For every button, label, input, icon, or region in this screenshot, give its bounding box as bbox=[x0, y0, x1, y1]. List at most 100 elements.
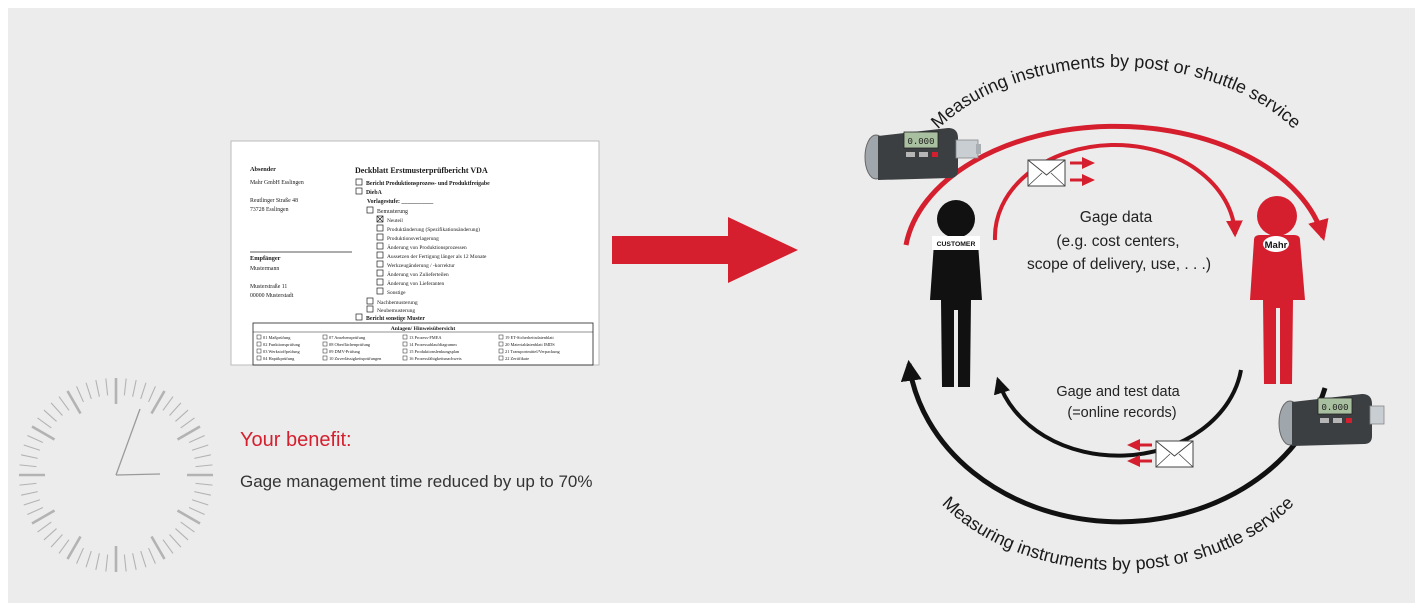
form-reason: Bemusterung bbox=[377, 209, 408, 215]
clock-minute-tick bbox=[162, 539, 174, 554]
svg-text:14 Prozessablaufdiagramm: 14 Prozessablaufdiagramm bbox=[409, 342, 457, 347]
svg-text:07 Ansehensprüfung: 07 Ansehensprüfung bbox=[329, 335, 366, 340]
clock-minute-tick bbox=[19, 464, 37, 468]
clock-minute-tick bbox=[194, 454, 211, 459]
clock-minute-tick bbox=[140, 550, 147, 568]
form-option-report: Bericht Produktionsprozess- und Produktf… bbox=[366, 181, 490, 187]
clock-hour-tick bbox=[150, 390, 166, 415]
clock-icon bbox=[19, 378, 213, 572]
clock-hour-tick bbox=[176, 509, 201, 525]
svg-text:15 Produktionslenkungsplan: 15 Produktionslenkungsplan bbox=[409, 349, 460, 354]
clock-hour-tick bbox=[66, 535, 82, 560]
form-reason-item: Produktänderung (Spezifikationsänderung) bbox=[387, 226, 480, 233]
clock-minute-tick bbox=[27, 435, 44, 443]
test-data-arc-arrow bbox=[993, 369, 1243, 458]
form-reason-item: Sonstige bbox=[387, 290, 406, 296]
form-reason-item: Produktionsverlagerung bbox=[387, 236, 439, 242]
gage-data-arc-arrow bbox=[992, 143, 1243, 241]
svg-text:02 Funktionsprüfung: 02 Funktionsprüfung bbox=[263, 342, 301, 347]
mahr-label: Mahr bbox=[1265, 240, 1288, 251]
svg-text:08 Oberflächenprüfung: 08 Oberflächenprüfung bbox=[329, 342, 371, 347]
clock-minute-tick bbox=[21, 454, 38, 459]
form-attachments-table: Anlagen/ Hinweisübersicht 01 Maßprüfung … bbox=[252, 322, 594, 366]
form-sender-line-2: Reutlinger Straße 48 bbox=[250, 197, 298, 204]
inspection-report-form: Absender Mahr GmbH Esslingen Reutlinger … bbox=[230, 140, 600, 366]
form-reason-item: Neuteil bbox=[387, 218, 403, 224]
clock-hour-tick bbox=[66, 390, 82, 415]
clock-minute-tick bbox=[123, 554, 127, 572]
clock-minute-tick bbox=[132, 380, 137, 397]
panel-background bbox=[8, 8, 1415, 603]
svg-text:04 Haptikprüfung: 04 Haptikprüfung bbox=[263, 356, 295, 361]
form-recipient-label: Empfänger bbox=[250, 255, 281, 262]
clock-hour-tick bbox=[176, 425, 201, 441]
clock-minute-tick bbox=[148, 386, 156, 403]
clock-minute-tick bbox=[95, 380, 100, 397]
benefit-text: Gage management time reduced by up to 70… bbox=[240, 472, 593, 491]
clock-minute-tick bbox=[105, 554, 109, 572]
clock-minute-tick bbox=[76, 386, 84, 403]
svg-text:10 Zuverlässigkeitsprüfungen: 10 Zuverlässigkeitsprüfungen bbox=[329, 356, 382, 361]
clock-hour-tick bbox=[31, 425, 56, 441]
form-attachments-title: Anlagen/ Hinweisübersicht bbox=[391, 326, 456, 332]
micrometer-top-icon: 0.000 bbox=[864, 128, 981, 180]
customer-figure: CUSTOMER bbox=[930, 200, 982, 387]
form-title: Deckblatt Erstmusterprüfbericht VDA bbox=[355, 166, 488, 175]
clock-minute-tick bbox=[23, 499, 41, 506]
clock-minute-tick bbox=[169, 534, 182, 548]
mahr-figure: Mahr bbox=[1250, 196, 1305, 384]
clock-minute-tick bbox=[85, 550, 92, 568]
svg-text:19 ET-Sicherheitsdatenblatt: 19 ET-Sicherheitsdatenblatt bbox=[505, 335, 555, 340]
form-recipient-line-3: 00000 Musterstadt bbox=[250, 293, 294, 299]
form-submission-level: Vorlagestufe: ___________ bbox=[367, 199, 433, 205]
svg-text:13 Prozess-FMEA: 13 Prozess-FMEA bbox=[409, 335, 442, 340]
clock-minute-tick bbox=[180, 417, 195, 429]
clock-hour-tick bbox=[150, 535, 166, 560]
form-reason-item: Aussetzen der Fertigung länger als 12 Mo… bbox=[387, 254, 487, 260]
clock-minute-tick bbox=[175, 409, 189, 422]
svg-text:16 Prozessfähigkeitsnachweis: 16 Prozessfähigkeitsnachweis bbox=[409, 356, 462, 361]
clock-minute-tick bbox=[37, 417, 52, 429]
clock-minute-tick bbox=[37, 521, 52, 533]
clock-minute-tick bbox=[148, 547, 156, 564]
clock-minute-tick bbox=[85, 382, 92, 400]
clock-minute-tick bbox=[50, 534, 63, 548]
clock-minute-tick bbox=[50, 402, 63, 416]
micrometer-bottom-display: 0.000 bbox=[1321, 403, 1348, 413]
benefit-title: Your benefit: bbox=[240, 429, 352, 451]
form-other-samples: Bericht sonstige Muster bbox=[366, 316, 425, 322]
clock-minute-tick bbox=[191, 499, 209, 506]
clock-minute-tick bbox=[21, 491, 38, 496]
svg-text:01 Maßprüfung: 01 Maßprüfung bbox=[263, 335, 291, 340]
form-reason-item: Änderung von Lieferanten bbox=[387, 280, 444, 287]
clock-minute-tick bbox=[23, 444, 41, 451]
clock-hour-tick bbox=[31, 509, 56, 525]
envelope-outgoing-icon bbox=[1127, 439, 1194, 468]
clock-minute-tick bbox=[188, 507, 205, 515]
clock-minute-tick bbox=[169, 402, 182, 416]
clock-minute-tick bbox=[58, 539, 70, 554]
clock-minute-tick bbox=[191, 444, 209, 451]
form-recipient-line-2: Musterstraße 11 bbox=[250, 283, 287, 290]
svg-text:21 Transportmittel/Verpackung: 21 Transportmittel/Verpackung bbox=[505, 349, 561, 354]
clock-minute-tick bbox=[132, 553, 137, 570]
form-new-sampling: Neubemusterung bbox=[377, 308, 415, 314]
clock-minute-tick bbox=[140, 382, 147, 400]
clock-minute-tick bbox=[123, 378, 127, 396]
form-recipient-line-1: Mustermann bbox=[250, 266, 279, 272]
svg-text:22 Zertifikate: 22 Zertifikate bbox=[505, 356, 529, 361]
test-data-line-1: Gage and test data bbox=[1056, 384, 1180, 400]
clock-minute-tick bbox=[95, 553, 100, 570]
form-reason-items: Neuteil Produktänderung (Spezifikationsä… bbox=[376, 215, 487, 296]
process-arrow-icon bbox=[612, 217, 798, 283]
micrometer-top-display: 0.000 bbox=[907, 137, 934, 147]
clock-minute-tick bbox=[180, 521, 195, 533]
clock-minute-tick bbox=[58, 396, 70, 411]
form-reason-item: Änderung von Produktionsprozessen bbox=[387, 244, 467, 251]
form-sender-line-3: 73728 Esslingen bbox=[250, 207, 289, 213]
clock-minute-tick bbox=[194, 491, 211, 496]
top-arc-arrow bbox=[903, 123, 1329, 246]
clock-minute-tick bbox=[27, 507, 44, 515]
bottom-arc-arrow bbox=[900, 359, 1328, 525]
